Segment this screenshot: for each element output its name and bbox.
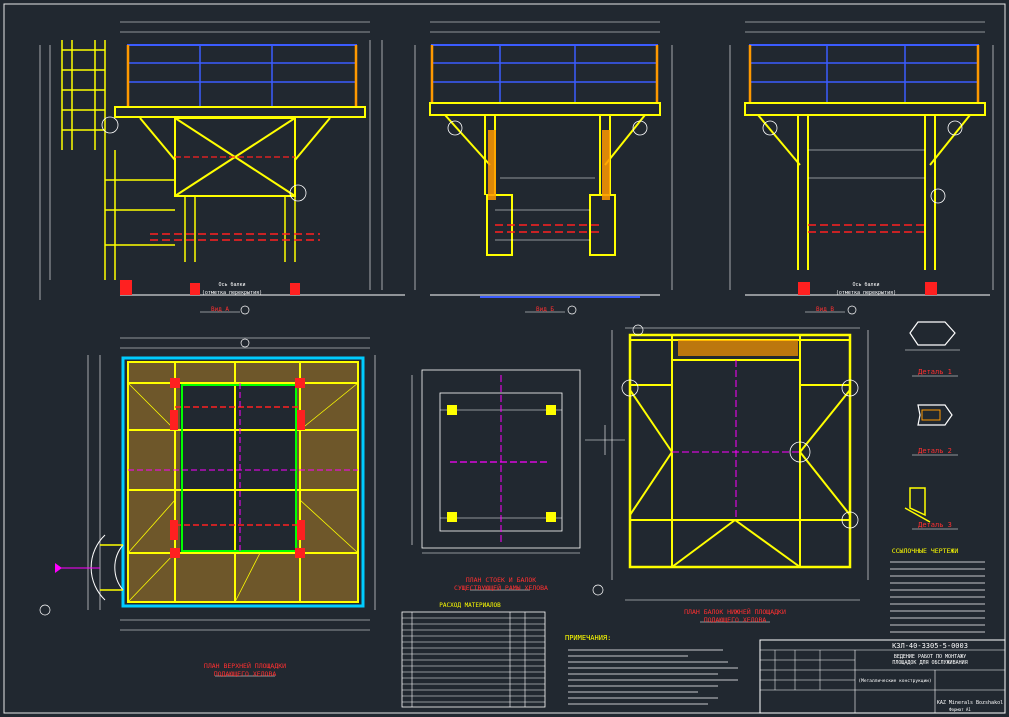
detail-2-label: Деталь 2 xyxy=(918,447,952,455)
view-c-bottom-mark2: (отметка перекрытия) xyxy=(836,290,896,296)
plan-posts-and-beams: ПЛАН СТОЕК И БАЛОК СУЩЕСТВУЮЩЕЙ РАМЫ ХЕЛ… xyxy=(411,369,625,592)
title-line-3: (Металлические конструкции) xyxy=(858,678,931,684)
materials-table: РАСХОД МАТЕРИАЛОВ xyxy=(401,602,546,708)
plan-lower-title-2: ПОДАЮЩЕГО ХЕЛОВА xyxy=(704,616,767,624)
sheet-frame xyxy=(3,3,1006,714)
plan-middle-title-1: ПЛАН СТОЕК И БАЛОК xyxy=(466,576,537,584)
view-c-bottom-mark: Ось балки xyxy=(852,281,879,288)
plan-upper-title-2: ПОДАЮЩЕГО ХЕЛОВА xyxy=(214,670,277,678)
notes-block: ПРИМЕЧАНИЯ: xyxy=(565,634,738,705)
view-a-bottom-mark: Ось балки xyxy=(218,281,245,288)
sheet-format: Формат А1 xyxy=(949,707,971,712)
plan-upper-platform: ПЛАН ВЕРХНЕЙ ПЛОЩАДКИ ПОДАЮЩЕГО ХЕЛОВА xyxy=(39,337,376,678)
title-line-1: ВЕДЕНИЕ РАБОТ ПО МОНТАЖУ xyxy=(894,654,966,660)
view-a-label: Вид А xyxy=(211,306,229,313)
view-b-label: Вид Б xyxy=(536,306,554,313)
plan-middle-title-2: СУЩЕСТВУЮЩЕЙ РАМЫ ХЕЛОВА xyxy=(454,583,548,592)
plan-upper-title-1: ПЛАН ВЕРХНЕЙ ПЛОЩАДКИ xyxy=(204,661,286,670)
view-c-label: Вид В xyxy=(816,306,834,313)
view-a-bottom-mark2: (отметка перекрытия) xyxy=(202,290,262,296)
detail-1-label: Деталь 1 xyxy=(918,368,952,376)
plan-lower-platform-beams: ПЛАН БАЛОК НИЖНЕЙ ПЛОЩАДКИ ПОДАЮЩЕГО ХЕЛ… xyxy=(592,324,869,624)
detail-3-label: Деталь 3 xyxy=(918,521,952,529)
drawing-code: КЗЛ-40-3305-5-0003 xyxy=(892,642,968,650)
details-column: Деталь 1 Деталь 2 Деталь 3 ССЫЛОЧНЫЕ ЧЕР… xyxy=(890,321,985,633)
reference-drawings-title: ССЫЛОЧНЫЕ ЧЕРТЕЖИ xyxy=(892,547,959,555)
materials-title: РАСХОД МАТЕРИАЛОВ xyxy=(439,602,501,609)
title-line-2: ПЛОЩАДОК ДЛЯ ОБСЛУЖИВАНИЯ xyxy=(892,660,967,666)
title-block: КЗЛ-40-3305-5-0003 ВЕДЕНИЕ РАБОТ ПО МОНТ… xyxy=(759,639,1006,714)
plan-lower-title-1: ПЛАН БАЛОК НИЖНЕЙ ПЛОЩАДКИ xyxy=(684,607,786,616)
view-a-elevation: Ось балки (отметка перекрытия) Вид А xyxy=(39,21,405,315)
view-c-elevation: Ось балки (отметка перекрытия) Вид В xyxy=(729,21,994,315)
company-name: KAZ Minerals Bozshakol xyxy=(937,700,1003,706)
notes-title: ПРИМЕЧАНИЯ: xyxy=(565,634,611,642)
view-b-elevation: Вид Б xyxy=(414,21,673,315)
